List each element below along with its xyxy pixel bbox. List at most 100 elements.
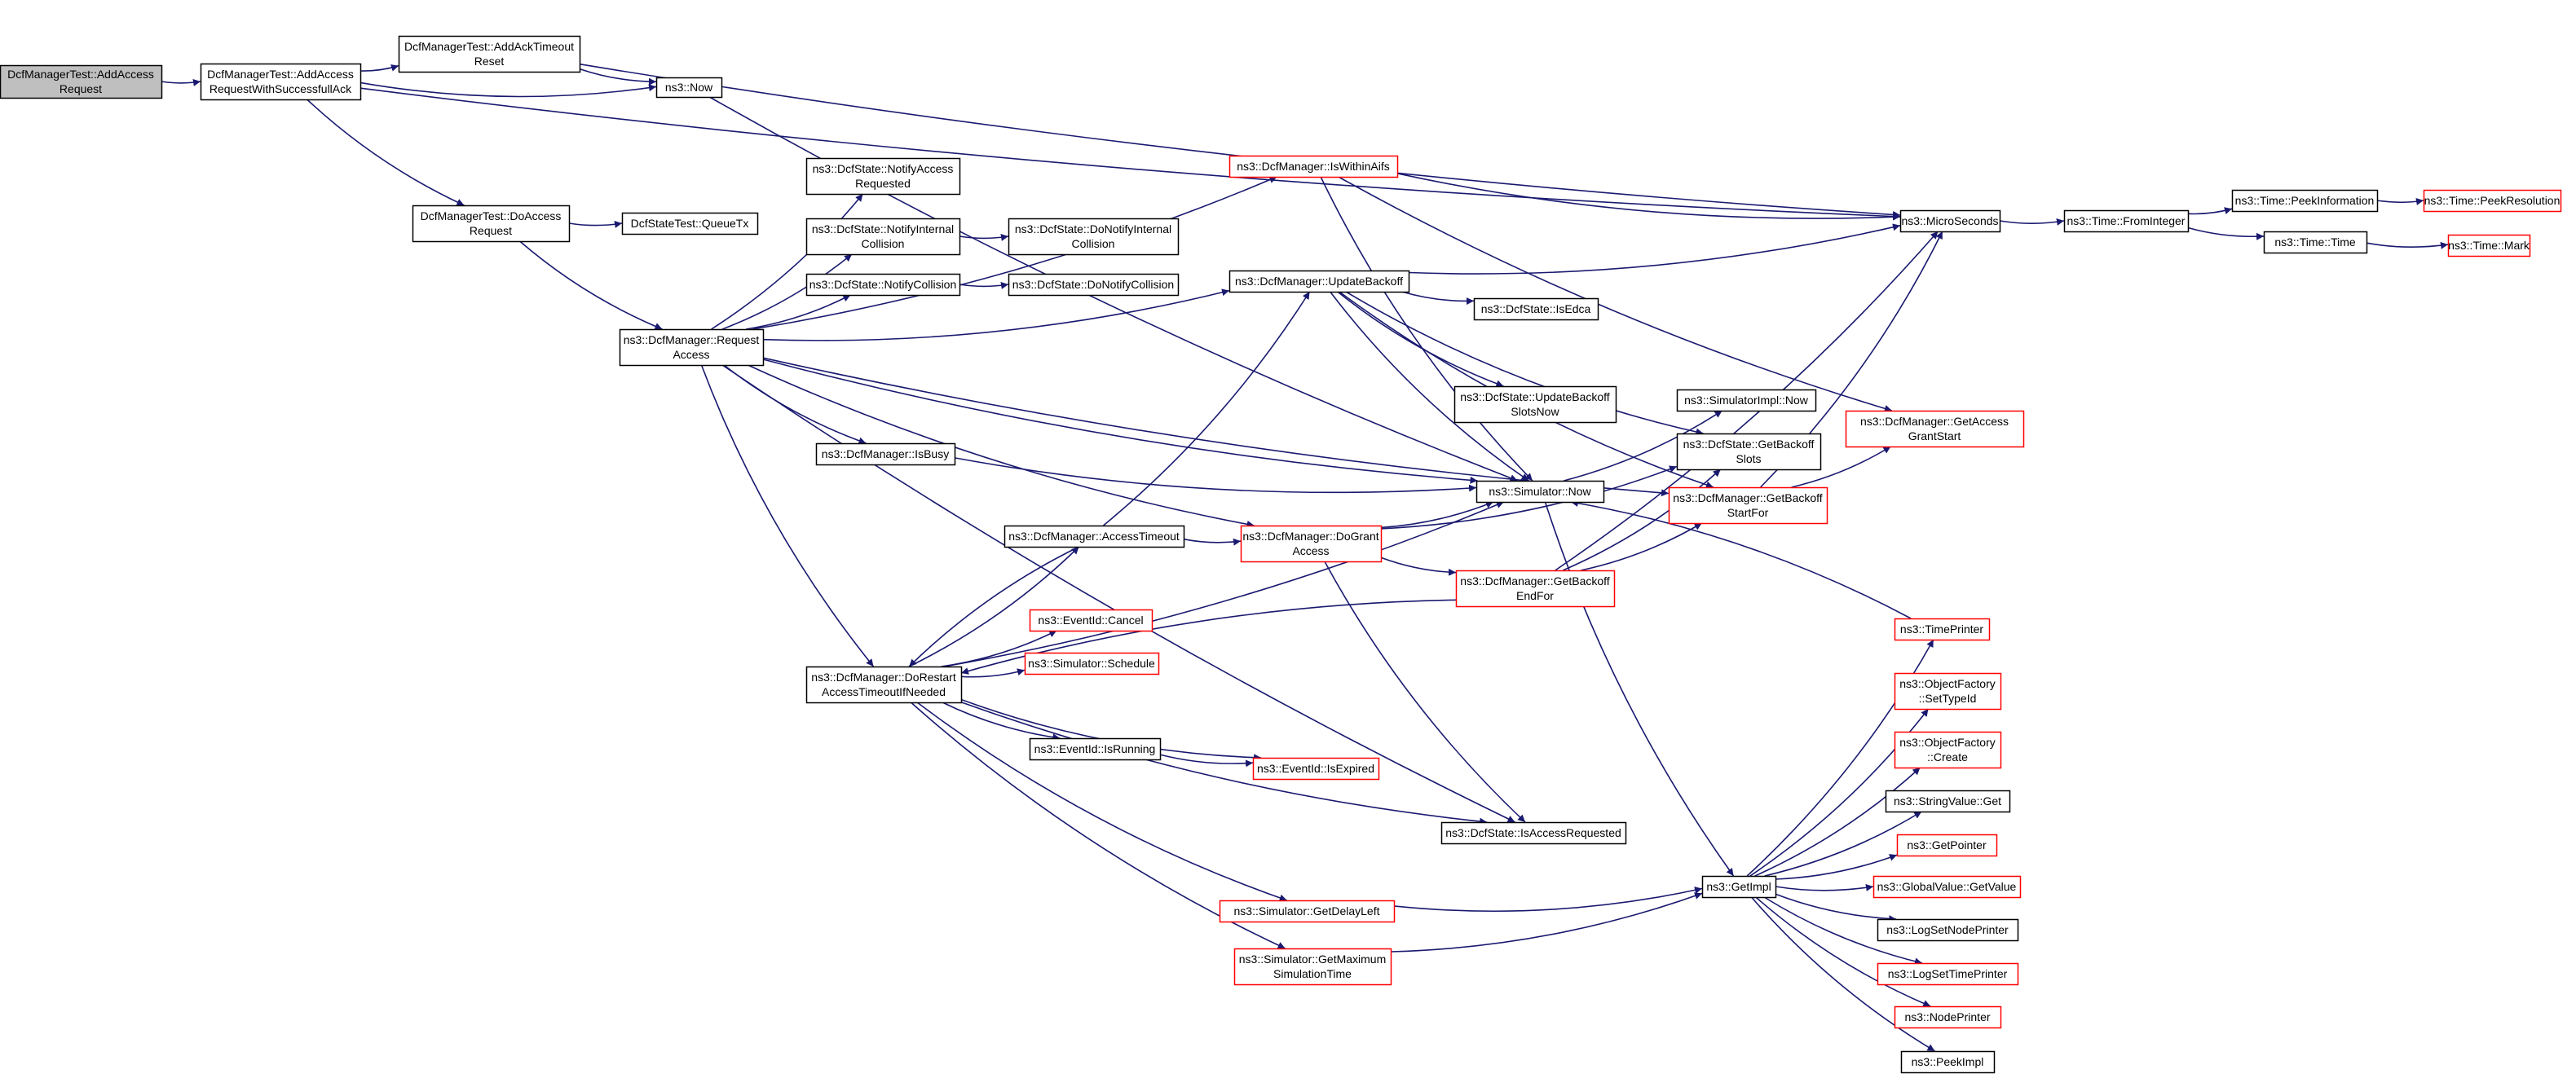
node-getDelayLeft[interactable]: ns3::Simulator::GetDelayLeft (1219, 900, 1396, 923)
node-label: ns3::DcfManager::Request (624, 333, 760, 346)
node-label: DcfManagerTest::DoAccess (421, 209, 562, 222)
node-nodePrinter[interactable]: ns3::NodePrinter (1894, 1005, 2002, 1029)
node-peekInformation[interactable]: ns3::Time::PeekInformation (2231, 189, 2379, 213)
edge-accessTimeout-to-updateBackoff (1102, 291, 1311, 526)
node-label: ns3::GetImpl (1706, 880, 1771, 893)
node-box (805, 666, 963, 704)
node-isBusy[interactable]: ns3::DcfManager::IsBusy (815, 442, 956, 466)
node-isAccessRequested[interactable]: ns3::DcfState::IsAccessRequested (1440, 821, 1627, 845)
node-peekImpl[interactable]: ns3::PeekImpl (1900, 1050, 1996, 1074)
node-label: ns3::Simulator::GetMaximum (1239, 953, 1387, 966)
node-label: ns3::DcfManager::DoGrant (1242, 530, 1378, 543)
node-queueTx[interactable]: DcfStateTest::QueueTx (621, 212, 759, 235)
node-fromInteger[interactable]: ns3::Time::FromInteger (2063, 209, 2190, 233)
node-box (805, 273, 961, 297)
edge-requestAccess-to-doRestart (700, 364, 875, 667)
node-eventIsRunning[interactable]: ns3::EventId::IsRunning (1029, 737, 1162, 761)
node-logNodePrinter[interactable]: ns3::LogSetNodePrinter (1877, 918, 2019, 942)
node-eventCancel[interactable]: ns3::EventId::Cancel (1029, 609, 1153, 632)
edge-doRestart-to-eventCancel (941, 630, 1057, 667)
node-label: ns3::StringValue::Get (1894, 794, 2001, 807)
node-box (1896, 834, 1998, 857)
node-label: ns3::EventId::IsExpired (1257, 762, 1374, 775)
node-box (2423, 189, 2562, 213)
edge-requestAccess-to-isBusy (723, 364, 867, 445)
node-label: ns3::DcfState::NotifyInternal (812, 222, 954, 235)
node-isEdca[interactable]: ns3::DcfState::IsEdca (1473, 297, 1599, 321)
node-box (1240, 525, 1383, 563)
node-ofCreate[interactable]: ns3::ObjectFactory::Create (1894, 731, 2002, 769)
node-label: Request (470, 224, 512, 237)
node-doNotifyCollision[interactable]: ns3::DcfState::DoNotifyCollision (1008, 273, 1180, 297)
node-label: ns3::Time::Mark (2448, 239, 2530, 252)
node-simSchedule[interactable]: ns3::Simulator::Schedule (1024, 652, 1160, 675)
node-notifyCollision[interactable]: ns3::DcfState::NotifyCollision (805, 273, 961, 297)
node-timeMark[interactable]: ns3::Time::Mark (2447, 234, 2531, 257)
node-label: ns3::DcfManager::AccessTimeout (1008, 530, 1180, 543)
node-setTypeId[interactable]: ns3::ObjectFactory::SetTypeId (1894, 672, 2002, 711)
edge-doGrantAccess-to-getBackoffSlots (1380, 465, 1678, 530)
node-box (621, 212, 759, 235)
edge-accessTimeout-to-doGrantAccess (1183, 538, 1242, 546)
node-timePrinter[interactable]: ns3::TimePrinter (1894, 618, 1991, 641)
node-eventIsExpired[interactable]: ns3::EventId::IsExpired (1252, 757, 1380, 781)
edge-requestAccess-to-updateBackoff (762, 288, 1230, 341)
node-getImpl[interactable]: ns3::GetImpl (1701, 875, 1777, 899)
node-label: ns3::DcfState::DoNotifyCollision (1012, 278, 1174, 291)
node-label: ns3::NodePrinter (1904, 1010, 1990, 1023)
edge-addAckTimeout-to-ns3Now (579, 68, 657, 86)
node-box (1252, 757, 1380, 781)
node-simNow[interactable]: ns3::Simulator::Now (1475, 480, 1605, 504)
node-logTimePrinter[interactable]: ns3::LogSetTimePrinter (1877, 962, 2019, 986)
node-label: ns3::DcfState::NotifyAccess (813, 162, 954, 175)
edge-getImpl-to-globalGetValue (1775, 883, 1874, 891)
node-addAccessSucc[interactable]: DcfManagerTest::AddAccessRequestWithSucc… (200, 63, 362, 101)
edge-doGrantAccess-to-getBackoffEnd (1380, 557, 1457, 576)
node-peekResolution[interactable]: ns3::Time::PeekResolution (2423, 189, 2562, 213)
edge-simNow-to-simImplNow (1564, 410, 1723, 482)
node-box (1219, 900, 1396, 923)
edge-accessTimeout-to-doRestart (908, 546, 1079, 667)
node-label: ns3::GlobalValue::GetValue (1877, 880, 2017, 893)
node-box (1029, 737, 1162, 761)
node-timeTime[interactable]: ns3::Time::Time (2263, 231, 2368, 254)
node-doRestart[interactable]: ns3::DcfManager::DoRestartAccessTimeoutI… (805, 666, 963, 704)
node-box (2063, 209, 2190, 233)
edge-simNow-to-getImpl (1544, 501, 1735, 877)
edge-getImpl-to-stringGet (1764, 811, 1922, 877)
node-label: ::SetTypeId (1919, 692, 1977, 705)
node-label: ns3::DcfManager::GetAccess (1860, 415, 2009, 428)
node-label: ns3::DcfState::DoNotifyInternal (1015, 222, 1171, 235)
edge-getImpl-to-logTimePrinter (1763, 896, 1923, 966)
node-label: SimulationTime (1273, 967, 1352, 980)
node-accessTimeout[interactable]: ns3::DcfManager::AccessTimeout (1003, 525, 1185, 548)
node-ns3Now[interactable]: ns3::Now (655, 77, 723, 99)
node-isWithinAifs[interactable]: ns3::DcfManager::IsWithinAifs (1228, 155, 1399, 178)
node-stringGet[interactable]: ns3::StringValue::Get (1885, 790, 2011, 813)
node-getPointer[interactable]: ns3::GetPointer (1896, 834, 1998, 857)
node-label: ns3::TimePrinter (1900, 623, 1984, 636)
node-updateBackoff[interactable]: ns3::DcfManager::UpdateBackoff (1228, 270, 1410, 293)
edge-updateBackoff-to-microSeconds (1408, 223, 1901, 275)
node-box (1440, 821, 1627, 845)
node-simImplNow[interactable]: ns3::SimulatorImpl::Now (1676, 389, 1817, 412)
node-label: ns3::LogSetTimePrinter (1888, 967, 2008, 980)
node-microSeconds[interactable]: ns3::MicroSeconds (1899, 209, 2001, 233)
edge-getBackoffEnd-to-getBackoffStart (1581, 522, 1703, 571)
edge-getMaxSimTime-to-getImpl (1390, 892, 1703, 953)
node-globalGetValue[interactable]: ns3::GlobalValue::GetValue (1872, 875, 2022, 899)
